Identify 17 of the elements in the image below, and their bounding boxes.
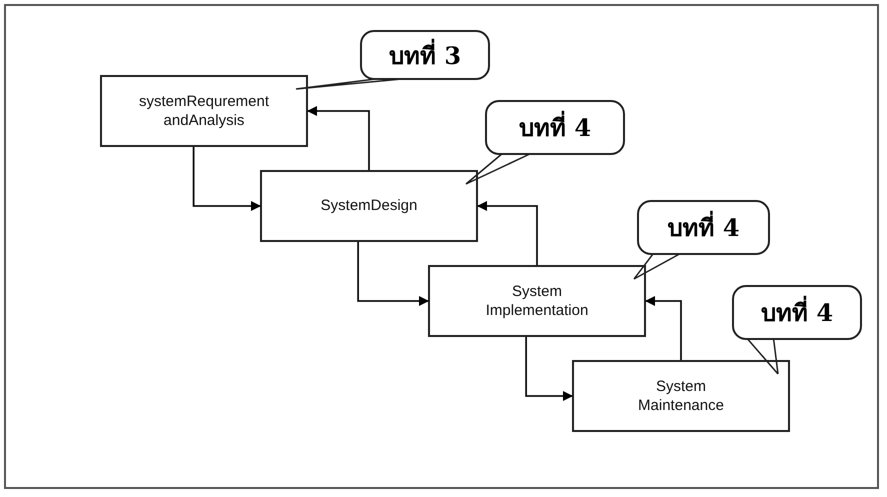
arrow: [645, 296, 682, 360]
arrow: [307, 106, 370, 170]
arrow: [477, 201, 538, 265]
process-box: System Maintenance: [572, 360, 790, 432]
speech-bubble: บทที่ 4: [732, 285, 862, 340]
speech-bubble: บทที่ 3: [360, 30, 490, 80]
arrow: [357, 242, 429, 306]
process-box: systemRequrement andAnalysis: [100, 75, 308, 147]
callout-pointer: [746, 338, 779, 375]
arrow: [525, 337, 573, 401]
process-box: System Implementation: [428, 265, 646, 337]
callout-pointer: [633, 253, 680, 280]
speech-bubble: บทที่ 4: [485, 100, 625, 155]
callout-pointer: [465, 153, 531, 185]
process-box: SystemDesign: [260, 170, 478, 242]
arrow: [192, 147, 261, 211]
speech-bubble: บทที่ 4: [637, 200, 770, 255]
